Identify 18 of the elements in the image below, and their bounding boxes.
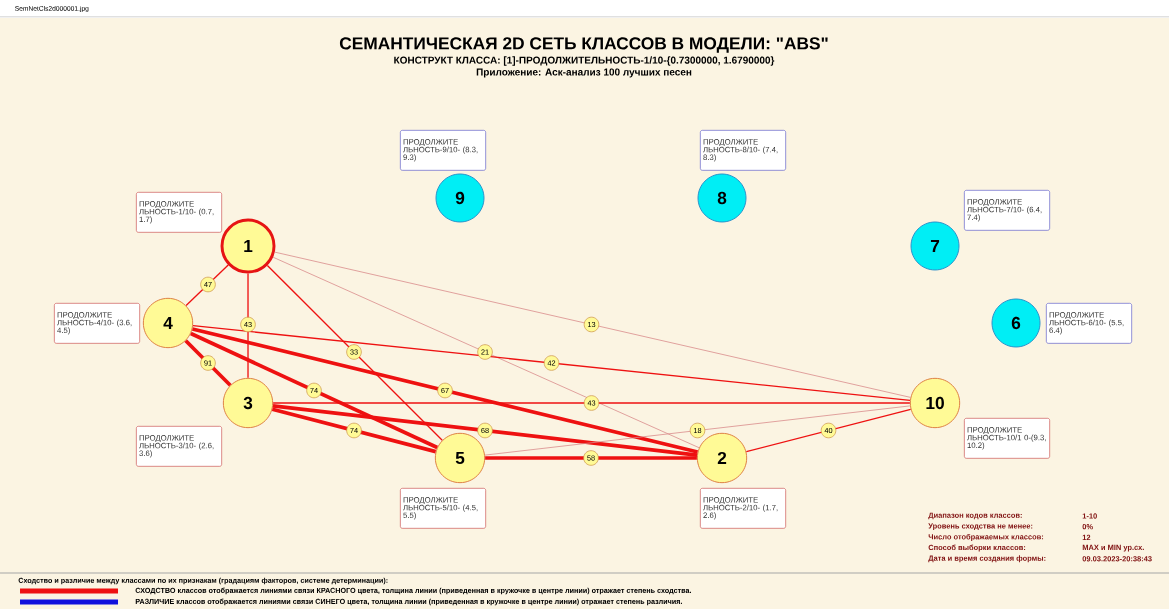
connector-line	[184, 339, 232, 387]
subtitle: Приложение: Аск-анализ 100 лучших песен	[476, 68, 692, 78]
connector-line	[266, 264, 443, 441]
subtitle: КОНСТРУКТ КЛАССА: [1]-ПРОДОЛЖИТЕЛЬНОСТЬ-1/10-{0.7300000, 1.6790000}	[394, 56, 775, 66]
connector-line	[271, 407, 437, 454]
connector-line	[484, 405, 911, 456]
connector-line	[192, 327, 699, 454]
connector-line	[272, 404, 698, 457]
connector-line	[272, 402, 911, 404]
connector-line	[192, 324, 911, 402]
connector-line	[247, 272, 249, 379]
title: СЕМАНТИЧЕСКАЯ 2D СЕТЬ КЛАССОВ В МОДЕЛИ: "ABS"	[339, 37, 828, 53]
connector-line	[274, 251, 911, 398]
connector-line	[272, 256, 700, 449]
connector-line	[190, 331, 438, 450]
connector-line	[485, 456, 697, 460]
connector-line	[185, 264, 229, 307]
connector-line	[745, 408, 912, 453]
